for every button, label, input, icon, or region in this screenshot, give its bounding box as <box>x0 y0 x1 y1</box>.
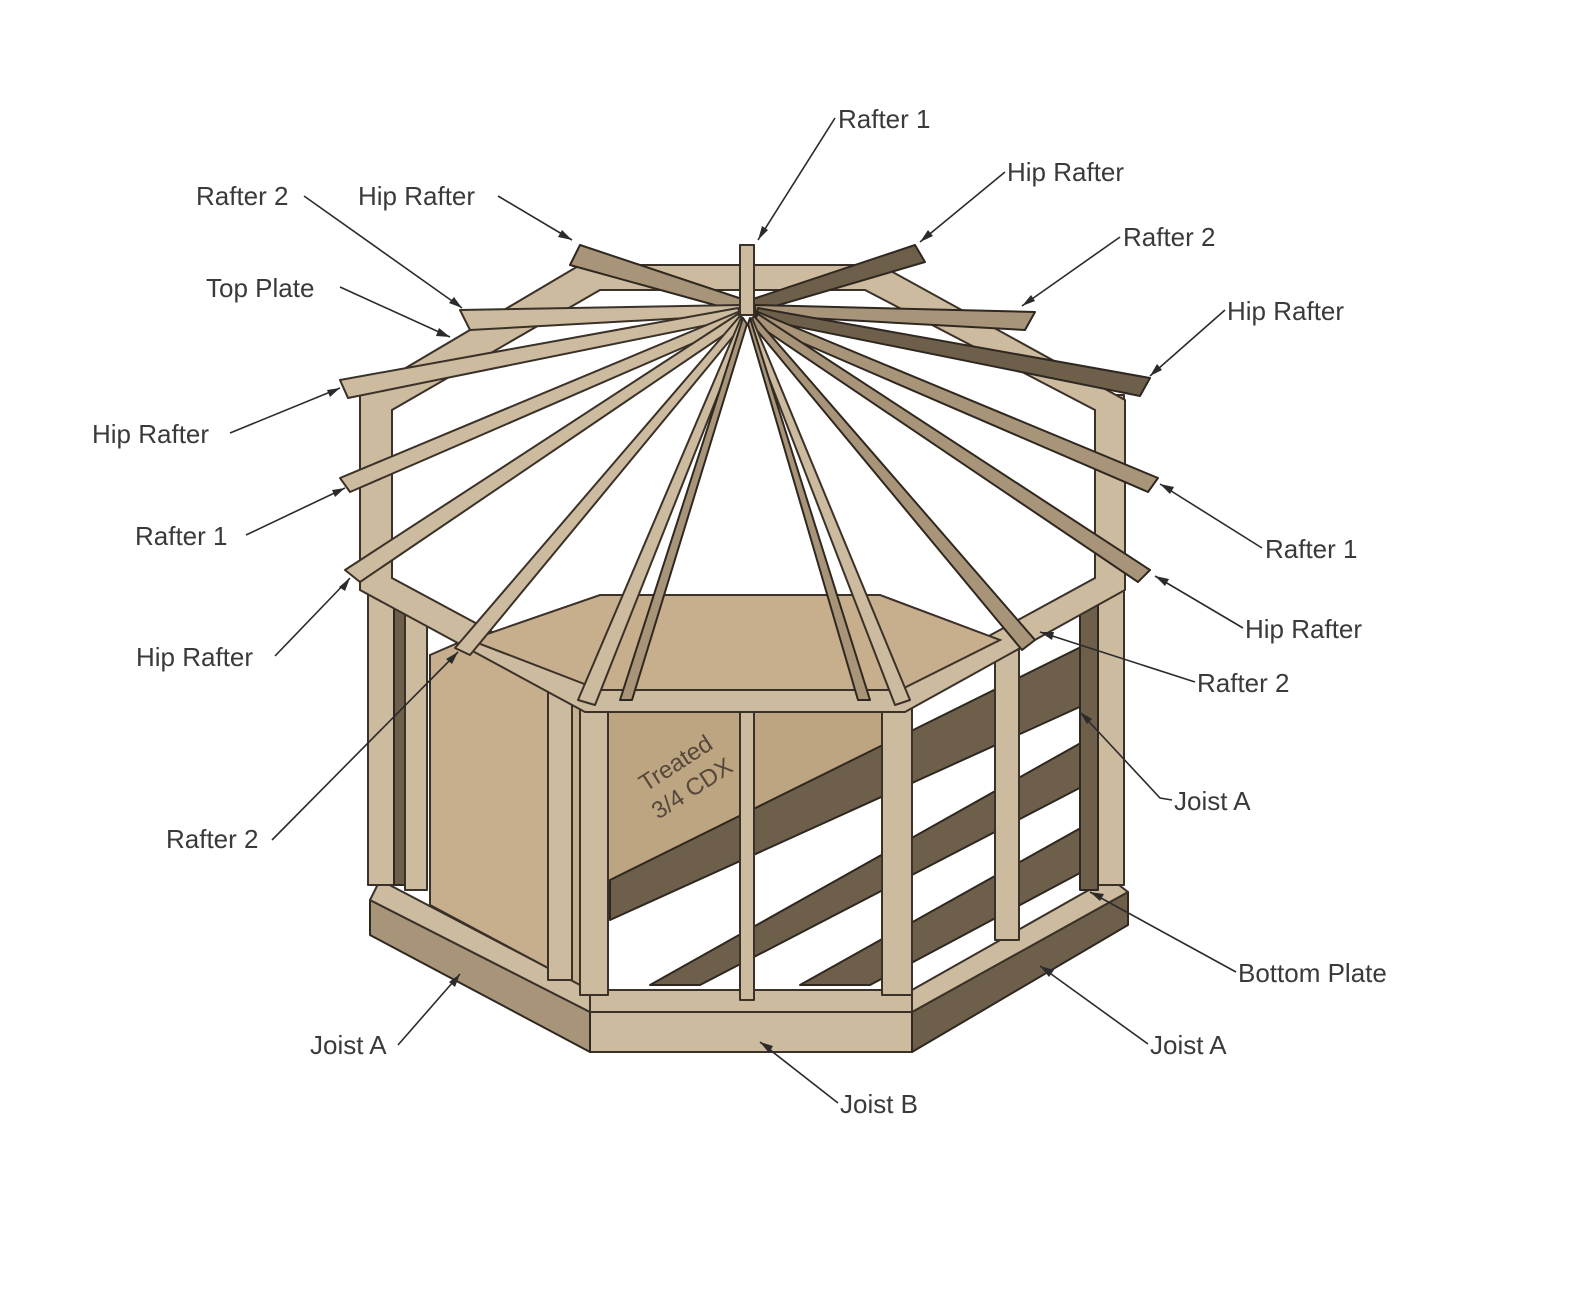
label-left-rafter-2: Rafter 2 <box>166 824 259 854</box>
king-post-top <box>739 244 755 316</box>
bottom-plate-right <box>911 877 1129 1013</box>
post-front-left <box>579 699 609 996</box>
label-bottom-plate: Bottom Plate <box>1238 958 1387 988</box>
label-top-left-hip-rafter: Hip Rafter <box>358 181 475 211</box>
post-front-left-inner <box>547 689 573 981</box>
label-left-hip-rafter-upper: Hip Rafter <box>92 419 209 449</box>
label-right-rafter-2-upper: Rafter 2 <box>1123 222 1216 252</box>
stud-left <box>404 599 428 891</box>
post-right-shadow <box>1079 599 1099 891</box>
rafter-right-hip-upper <box>753 307 1151 397</box>
callouts: Rafter 1 Hip Rafter Hip Rafter Rafter 2 … <box>92 104 1387 1119</box>
label-top-plate: Top Plate <box>206 273 314 303</box>
label-right-rafter-2-lower: Rafter 2 <box>1197 668 1290 698</box>
label-top-left-rafter-2: Rafter 2 <box>196 181 289 211</box>
label-right-joist-a-lower: Joist A <box>1150 1030 1227 1060</box>
label-left-joist-a: Joist A <box>310 1030 387 1060</box>
label-left-rafter-1: Rafter 1 <box>135 521 228 551</box>
rafter-front-center-left <box>619 317 748 701</box>
label-right-rafter-1: Rafter 1 <box>1265 534 1358 564</box>
label-joist-b: Joist B <box>840 1089 918 1119</box>
label-right-hip-rafter-upper: Hip Rafter <box>1227 296 1344 326</box>
rafters <box>339 244 1159 706</box>
post-front-right <box>881 704 913 996</box>
label-left-hip-rafter-lower: Hip Rafter <box>136 642 253 672</box>
label-right-hip-rafter-lower: Hip Rafter <box>1245 614 1362 644</box>
label-right-joist-a-upper: Joist A <box>1174 786 1251 816</box>
rafter-front-center-right <box>747 317 871 701</box>
joist-b-board <box>589 1011 913 1053</box>
label-top-right-hip-rafter: Hip Rafter <box>1007 157 1124 187</box>
label-top-rafter-1: Rafter 1 <box>838 104 931 134</box>
